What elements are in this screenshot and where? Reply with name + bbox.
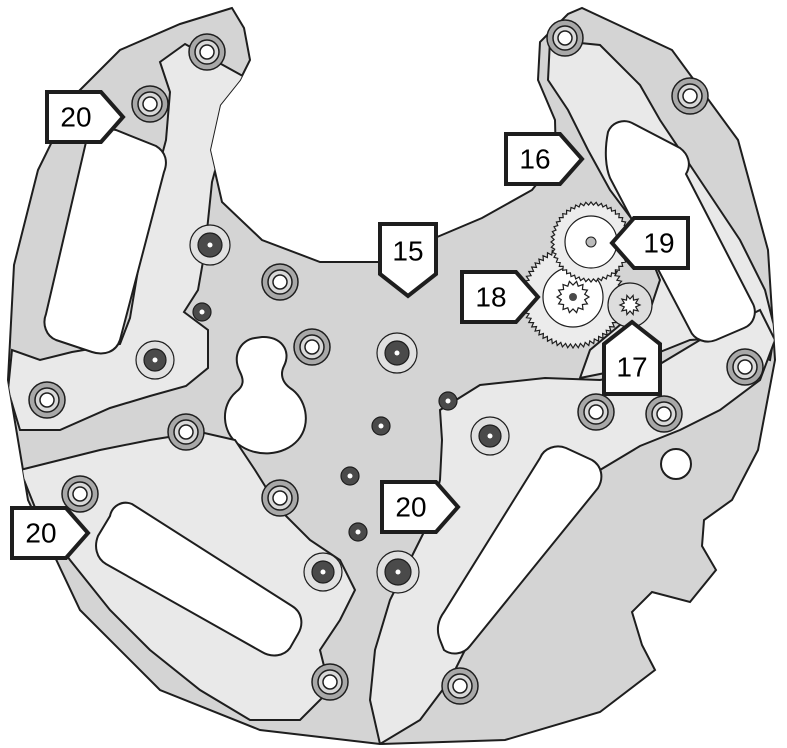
plate-hole [660, 448, 692, 480]
jewel-icon [135, 340, 175, 380]
callout-shape [602, 319, 662, 396]
screw-icon [131, 85, 169, 123]
callout-shape [380, 480, 461, 534]
jewel-icon [376, 550, 420, 594]
jewel-icon [340, 466, 360, 486]
screw-icon [167, 413, 205, 451]
screw-icon [546, 19, 584, 57]
callout-c20a: 20 [45, 90, 126, 144]
callout-shape [10, 506, 91, 560]
callouts: 20 16 15 19 18 17 20 20 [10, 90, 690, 560]
callout-shape [460, 270, 541, 324]
screw-icon [577, 393, 615, 431]
callout-c15: 15 [378, 222, 438, 299]
jewel-icon [470, 416, 510, 456]
callout-c20b: 20 [380, 480, 461, 534]
window-lower-right [436, 445, 603, 655]
gear-train [520, 201, 653, 350]
screw-icon [645, 395, 683, 433]
jewel-icon [189, 224, 231, 266]
screw-icon [61, 475, 99, 513]
screw-icon [188, 33, 226, 71]
jewel-icon [303, 552, 343, 592]
callout-c20c: 20 [10, 506, 91, 560]
screws [28, 19, 764, 705]
keyhole-opening [223, 335, 307, 455]
jewel-icon [348, 522, 368, 542]
screw-icon [441, 667, 479, 705]
small-wheel [618, 294, 642, 316]
screw-icon [28, 381, 66, 419]
window-bottom-left [95, 501, 303, 657]
screw-icon [311, 663, 349, 701]
callout-shape [378, 222, 438, 299]
gear-pivot [569, 293, 577, 301]
callout-shape [45, 90, 126, 144]
callout-shape [504, 132, 585, 186]
jewel-icon [192, 302, 212, 322]
callout-label: 16 [519, 144, 550, 175]
callout-label: 15 [392, 236, 423, 267]
screw-icon [261, 263, 299, 301]
jewel-icon [371, 416, 391, 436]
screw-icon [293, 328, 331, 366]
callout-label: 20 [395, 492, 426, 523]
screw-icon [726, 348, 764, 386]
jewel-icon [376, 332, 418, 374]
callout-label: 17 [616, 352, 647, 383]
callout-label: 20 [60, 102, 91, 133]
callout-c19: 19 [609, 216, 690, 270]
screw-icon [261, 479, 299, 517]
callout-c17: 17 [602, 319, 662, 396]
callout-label: 19 [643, 228, 674, 259]
callout-c16: 16 [504, 132, 585, 186]
callout-label: 20 [25, 518, 56, 549]
jewel-icon [438, 391, 458, 411]
callout-shape [609, 216, 690, 270]
jewels [135, 224, 510, 594]
callout-label: 18 [475, 282, 506, 313]
gear-pivot [585, 236, 597, 248]
screw-icon [671, 77, 709, 115]
callout-c18: 18 [460, 270, 541, 324]
